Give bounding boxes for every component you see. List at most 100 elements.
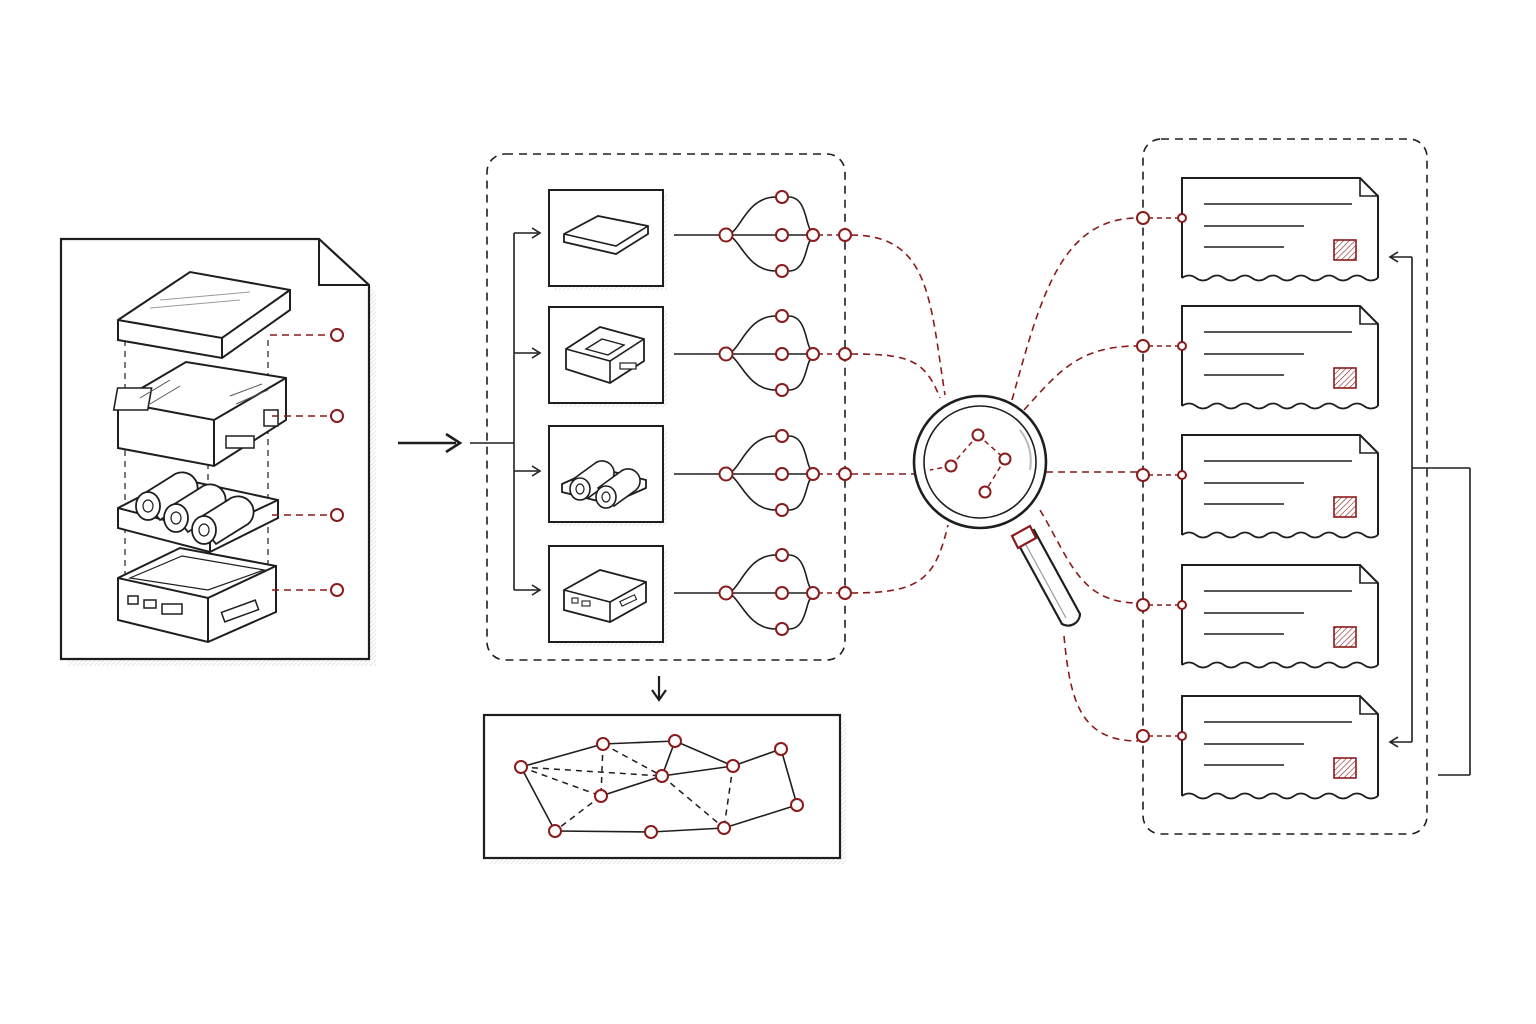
node bbox=[838, 347, 852, 361]
feature-tree bbox=[674, 429, 852, 517]
graph-node bbox=[774, 742, 788, 756]
node bbox=[775, 467, 789, 481]
report-port-node bbox=[1177, 470, 1187, 480]
graph-node bbox=[717, 821, 731, 835]
report-icon bbox=[1136, 305, 1379, 410]
graph-edge bbox=[554, 830, 652, 833]
battery-pack-layer bbox=[117, 471, 279, 554]
top-cover-layer bbox=[117, 270, 291, 360]
report-cards bbox=[1136, 177, 1379, 800]
node bbox=[718, 585, 734, 601]
graph-edge bbox=[520, 766, 556, 832]
report-entry-node bbox=[1136, 729, 1150, 743]
feature-trees bbox=[674, 190, 852, 636]
graph-edge bbox=[602, 740, 676, 745]
layer-node bbox=[330, 409, 344, 423]
feature-tree bbox=[674, 190, 852, 278]
node bbox=[775, 190, 789, 204]
report-icon bbox=[1136, 177, 1379, 282]
arrow-down-icon bbox=[651, 676, 667, 702]
graph-edge bbox=[780, 748, 798, 806]
tile-battery-cells-icon bbox=[548, 425, 667, 526]
report-entry-node bbox=[1136, 468, 1150, 482]
node bbox=[775, 347, 789, 361]
graph-node bbox=[668, 734, 682, 748]
report-port-node bbox=[1177, 341, 1187, 351]
graph-edge bbox=[661, 765, 734, 777]
node bbox=[838, 228, 852, 242]
exploded-device-icon bbox=[112, 270, 344, 644]
report-port-node bbox=[1177, 600, 1187, 610]
node bbox=[718, 227, 734, 243]
network-graph-icon bbox=[482, 713, 846, 864]
report-port-node bbox=[1177, 213, 1187, 223]
report-icon bbox=[1136, 695, 1379, 800]
report-icon bbox=[1136, 434, 1379, 539]
dashed-link bbox=[1023, 345, 1139, 411]
graph-node bbox=[644, 825, 658, 839]
report-entry-node bbox=[1136, 339, 1150, 353]
graph-edge bbox=[600, 743, 604, 797]
dashed-link bbox=[850, 524, 949, 594]
magnifier-icon bbox=[912, 394, 1082, 627]
node bbox=[806, 586, 820, 600]
node bbox=[838, 467, 852, 481]
graph-node bbox=[594, 789, 608, 803]
dashed-link bbox=[850, 353, 941, 399]
graph-edge bbox=[520, 766, 663, 777]
graph-node bbox=[726, 759, 740, 773]
graph-edge bbox=[674, 740, 734, 767]
node bbox=[806, 347, 820, 361]
report-group bbox=[1142, 138, 1471, 835]
layer-node bbox=[330, 328, 344, 342]
bottom-case-layer bbox=[117, 546, 277, 644]
node bbox=[775, 548, 789, 562]
graph-edge bbox=[732, 748, 782, 767]
tile-assembled-box-icon bbox=[548, 545, 667, 646]
layer-node bbox=[330, 508, 344, 522]
tile-cover-plate-icon bbox=[548, 189, 667, 290]
node bbox=[775, 622, 789, 636]
graph-edge bbox=[520, 766, 602, 797]
dashed-link bbox=[1063, 635, 1139, 742]
graph-node bbox=[655, 769, 669, 783]
graph-node bbox=[596, 737, 610, 751]
node bbox=[775, 503, 789, 517]
report-port-node bbox=[1177, 731, 1187, 741]
report-entry-node bbox=[1136, 598, 1150, 612]
node bbox=[775, 429, 789, 443]
node bbox=[718, 346, 734, 362]
node bbox=[775, 383, 789, 397]
node bbox=[806, 228, 820, 242]
node bbox=[775, 586, 789, 600]
graph-edge bbox=[661, 775, 725, 829]
graph-edge bbox=[602, 743, 663, 777]
feature-tree bbox=[674, 548, 852, 636]
node bbox=[806, 467, 820, 481]
graph-edge bbox=[723, 804, 798, 829]
tile-chip-module-icon bbox=[548, 306, 667, 407]
layer-node bbox=[330, 583, 344, 597]
component-tiles bbox=[548, 189, 667, 646]
node bbox=[838, 586, 852, 600]
report-icon bbox=[1136, 564, 1379, 669]
magnifier-links bbox=[850, 217, 1139, 742]
graph-edge bbox=[650, 827, 725, 833]
graph-node bbox=[548, 824, 562, 838]
dashed-link bbox=[1011, 217, 1139, 401]
arrow-right-icon bbox=[398, 432, 463, 454]
report-entry-node bbox=[1136, 211, 1150, 225]
circuit-board-layer bbox=[112, 360, 287, 468]
node bbox=[718, 466, 734, 482]
dashed-link bbox=[850, 234, 946, 396]
component-group bbox=[470, 153, 846, 661]
graph-edge bbox=[554, 795, 602, 832]
feature-tree bbox=[674, 309, 852, 397]
dashed-link bbox=[1039, 509, 1139, 604]
node bbox=[775, 264, 789, 278]
graph-node bbox=[514, 760, 528, 774]
node bbox=[775, 228, 789, 242]
graph-node bbox=[790, 798, 804, 812]
